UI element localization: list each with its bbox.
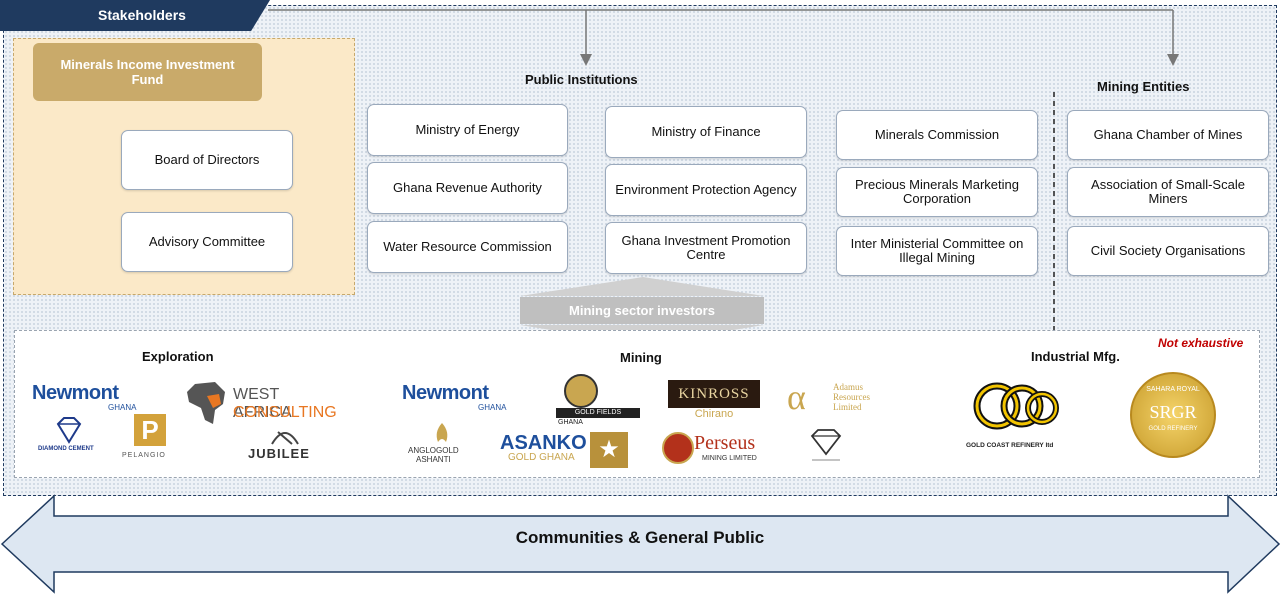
newmont-logo: Newmont GHANA <box>32 382 137 412</box>
miif-title: Minerals Income Investment Fund <box>33 43 262 101</box>
diamond-cement-logo: DIAMOND CEMENT <box>38 416 110 458</box>
institution-box: Environment Protection Agency <box>605 164 807 216</box>
board-of-directors-box: Board of Directors <box>121 130 293 190</box>
exploration-label: Exploration <box>142 349 214 364</box>
pickaxe-icon <box>271 431 299 445</box>
not-exhaustive-note: Not exhaustive <box>1158 336 1244 350</box>
institution-box: Ghana Revenue Authority <box>367 162 568 214</box>
diamond-mining-icon <box>810 429 842 461</box>
mining-sector-investors-label: Mining sector investors <box>520 297 764 324</box>
gold-fields-logo: GOLD FIELDS GHANA <box>556 374 642 430</box>
gold-fields-emblem <box>564 374 598 408</box>
institution-box: Ministry of Finance <box>605 106 807 158</box>
flame-icon <box>436 423 448 442</box>
gold-coast-emblem <box>973 382 1059 430</box>
west-africa-consulting-logo: WEST AFRICA CONSULTING <box>185 380 340 426</box>
public-institutions-label: Public Institutions <box>525 72 638 87</box>
kinross-logo: KINROSS Chirano <box>668 380 760 420</box>
industrial-mfg-label: Industrial Mfg. <box>1031 349 1120 364</box>
diamond-icon <box>56 417 82 444</box>
mining-entity-box: Ghana Chamber of Mines <box>1067 110 1269 160</box>
alpha-icon: α <box>787 377 806 417</box>
perseus-emblem <box>662 432 694 464</box>
perseus-logo: Perseus MINING LIMITED <box>662 430 784 466</box>
mining-entities-label: Mining Entities <box>1097 79 1190 94</box>
pelangio-logo: P PELANGIO <box>122 414 166 459</box>
jubilee-logo: JUBILEE <box>240 428 330 464</box>
asanko-logo: ASANKO GOLD GHANA ★ <box>500 432 628 468</box>
anglogold-ashanti-logo: ANGLOGOLD ASHANTI <box>408 422 478 468</box>
mining-label: Mining <box>620 350 662 365</box>
institution-box: Minerals Commission <box>836 110 1038 160</box>
advisory-committee-box: Advisory Committee <box>121 212 293 272</box>
institution-box: Inter Ministerial Committee on Illegal M… <box>836 226 1038 276</box>
stakeholders-tab: Stakeholders <box>0 0 270 31</box>
mining-entity-box: Civil Society Organisations <box>1067 226 1269 276</box>
institution-box: Ghana Investment Promotion Centre <box>605 222 807 274</box>
sahara-royal-gold-refinery-logo: SAHARA ROYAL SRGR GOLD REFINERY <box>1130 372 1216 458</box>
institution-box: Precious Minerals Marketing Corporation <box>836 167 1038 217</box>
communities-arrow <box>0 494 1281 594</box>
star-icon: ★ <box>590 432 628 468</box>
newmont-mining-logo: Newmont GHANA <box>402 382 507 412</box>
communities-label: Communities & General Public <box>515 528 765 547</box>
africa-map-icon <box>187 382 225 424</box>
gold-coast-refinery-logo: GOLD COAST REFINERY ltd <box>966 378 1076 456</box>
institution-box: Water Resource Commission <box>367 221 568 273</box>
communities-label-wrap: Communities & General Public <box>300 528 980 548</box>
mining-entity-box: Association of Small-Scale Miners <box>1067 167 1269 217</box>
institution-box: Ministry of Energy <box>367 104 568 156</box>
pelangio-mark: P <box>134 414 166 446</box>
